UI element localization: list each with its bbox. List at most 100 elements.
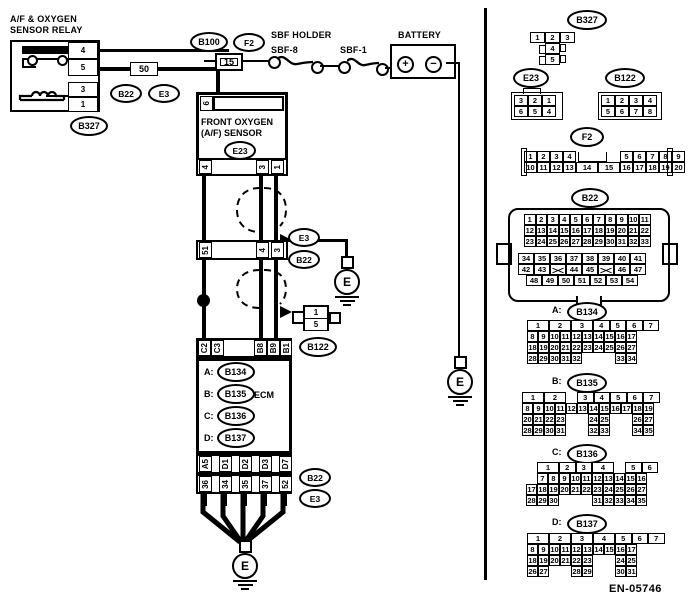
- connector-cell: 29: [538, 353, 549, 364]
- connector-cell: 21: [533, 414, 544, 425]
- ecm-row-c: C: B136: [204, 406, 255, 426]
- connector-cell: 27: [636, 484, 647, 495]
- connector-cell: 16: [620, 162, 633, 173]
- connector-cell: 27: [570, 236, 582, 247]
- connector-cell: 2: [544, 392, 566, 403]
- connector-cell: 4: [542, 106, 556, 117]
- connector-cell: 28: [527, 353, 538, 364]
- connector-cell: 35: [643, 425, 654, 436]
- relay-left-leg: [22, 58, 24, 66]
- code-b135-ecm: B135: [216, 384, 255, 404]
- connector-cell: 3: [514, 95, 528, 106]
- ground-circle-shield1: E: [334, 269, 360, 295]
- connector-cell: 29: [537, 495, 548, 506]
- connector-cell: 34: [632, 425, 643, 436]
- connector-cell: 14: [593, 331, 604, 342]
- connector-cell: 9: [672, 151, 685, 162]
- connector-cell: 28: [581, 236, 593, 247]
- connector-cell: 20: [559, 484, 570, 495]
- connector-code-b135: B135: [567, 373, 607, 393]
- connector-cell: 31: [626, 566, 637, 577]
- ecm-pin-b9: B9: [267, 340, 280, 356]
- sbf8-terminal-right: [311, 61, 324, 74]
- connector-cell: 6: [626, 392, 643, 403]
- ground-pin-37-label: 37: [261, 479, 270, 489]
- connector-cell: 26: [625, 484, 636, 495]
- sensor-pin-4-label: 4: [201, 164, 210, 170]
- connector-cell: 50: [558, 275, 574, 286]
- connector-cell: 25: [626, 555, 637, 566]
- connector-cell: 25: [599, 414, 610, 425]
- relay-pin-3: 3: [68, 82, 98, 97]
- sbf1-terminal-right: [376, 63, 389, 76]
- ecm-pin-d1-label: D1: [221, 458, 230, 470]
- connector-cell: 46: [614, 264, 630, 275]
- connector-cell: 17: [621, 403, 632, 414]
- connector-cell: 28: [571, 566, 582, 577]
- ground-pin-37: 37: [259, 476, 272, 492]
- connector-cell: 11: [537, 162, 550, 173]
- connector-code-b22: B22: [571, 188, 609, 208]
- connector-cell: 1: [527, 533, 549, 544]
- ecm-pin-b1: B1: [280, 340, 292, 356]
- connector-cell: 9: [538, 331, 549, 342]
- mid-pin-3: 3: [271, 242, 284, 258]
- connector-cell: 8: [659, 151, 672, 162]
- connector-prefix-b135: B:: [552, 376, 562, 386]
- connector-prefix-b136: C:: [552, 447, 562, 457]
- connector-cell: 6: [633, 151, 646, 162]
- connector-cell: 24: [535, 236, 547, 247]
- connector-cell: 10: [544, 403, 555, 414]
- connector-cell: 6: [631, 533, 648, 544]
- ground-circle-batt: E: [447, 369, 473, 395]
- connector-cell: 2: [528, 95, 542, 106]
- ecm-pin-c3: C3: [211, 340, 224, 356]
- connector-cell: 15: [604, 331, 615, 342]
- connector-cell: 11: [560, 331, 571, 342]
- b122-shell: [598, 92, 662, 120]
- code-e3-relay: E3: [148, 84, 180, 103]
- connector-cell: 3: [571, 533, 593, 544]
- ecm-pin-a5-label: A5: [201, 458, 210, 470]
- connector-cell: 11: [560, 544, 571, 555]
- connector-cell: 27: [643, 414, 654, 425]
- connector-cell: 26: [632, 414, 643, 425]
- connector-cell: 5: [609, 320, 626, 331]
- connector-cell: 47: [630, 264, 646, 275]
- e23-shell: [511, 92, 563, 120]
- connector-cell: 8: [548, 473, 559, 484]
- connector-cell: 19: [548, 484, 559, 495]
- connector-cell: 2: [615, 95, 629, 106]
- fuse-50: 50: [130, 62, 158, 76]
- connector-cell: 17: [633, 162, 646, 173]
- relay-pin-5: 5: [68, 59, 98, 76]
- code-b100: B100: [190, 32, 228, 52]
- ecm-pin-b8-label: B8: [256, 342, 265, 354]
- wire-shield1-gnd-down: [345, 239, 348, 259]
- connector-cell: 36: [550, 253, 566, 264]
- connector-cell: 34: [518, 253, 534, 264]
- connector-cell: 16: [570, 225, 582, 236]
- relay-pin-column: 4 5 3 1: [68, 42, 98, 112]
- connector-cell: 15: [558, 225, 570, 236]
- mid-pin-3-label: 3: [273, 247, 282, 253]
- wire-batt-ground-down: [458, 62, 460, 358]
- connector-cell: 6: [615, 106, 629, 117]
- connector-cell: 13: [563, 162, 576, 173]
- connector-cell: 7: [642, 320, 659, 331]
- ground-square-ecm: [238, 540, 252, 553]
- wire-sensor-4: [202, 176, 206, 240]
- connector-cell: 30: [548, 495, 559, 506]
- connector-cell: 44: [566, 264, 582, 275]
- connector-cell: 51: [574, 275, 590, 286]
- ground-bar3-batt: [456, 404, 464, 406]
- wire-sbf8-sbf1: [320, 65, 340, 67]
- connector-cell: 16: [615, 544, 626, 555]
- connector-cell: 12: [566, 403, 577, 414]
- b22-ear-left: [496, 243, 512, 265]
